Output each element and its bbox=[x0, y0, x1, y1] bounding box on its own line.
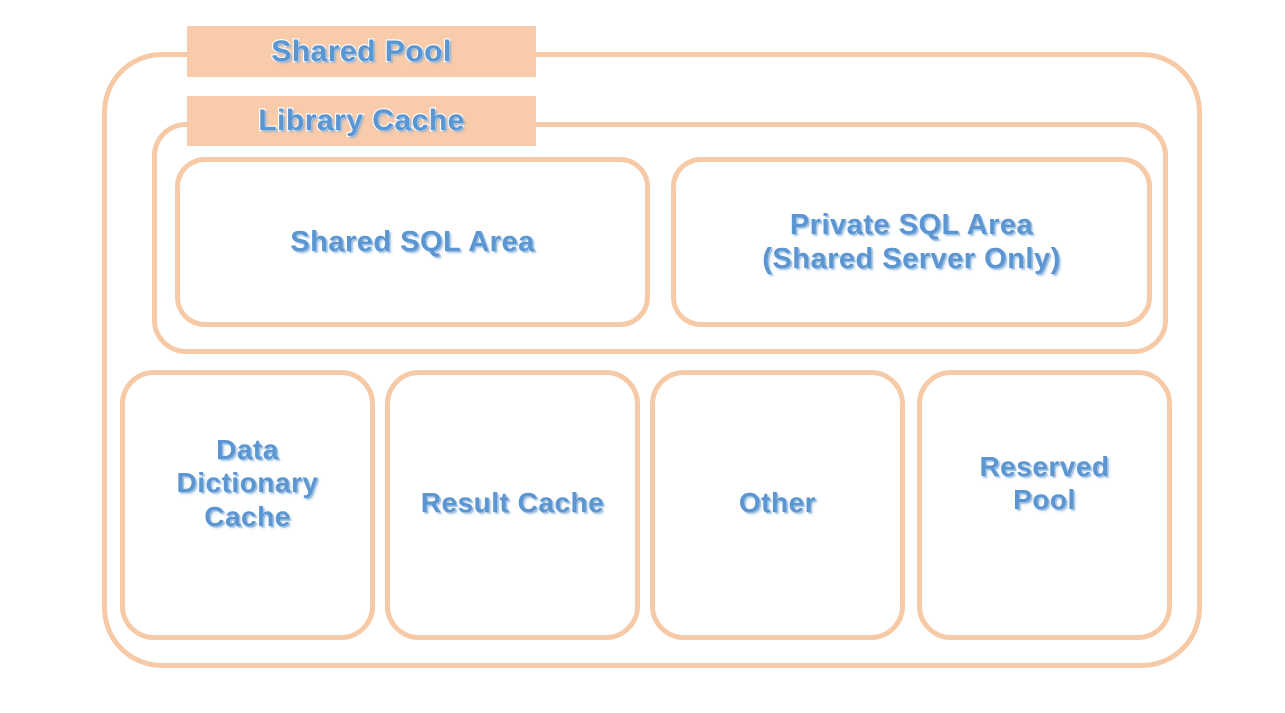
private-sql-area-label: Private SQL Area (Shared Server Only) bbox=[761, 208, 1061, 276]
shared-pool-label: Shared Pool bbox=[270, 34, 452, 69]
other-label-wrap: Other bbox=[655, 373, 900, 633]
result-cache-label-wrap: Result Cache bbox=[390, 373, 635, 633]
shared-sql-area-label: Shared SQL Area bbox=[289, 225, 535, 259]
private-sql-area-line-1: Private SQL Area bbox=[789, 208, 1034, 242]
reserved-pool-line-1: Reserved bbox=[978, 450, 1110, 483]
reserved-pool-label-wrap: Reserved Pool bbox=[922, 353, 1167, 613]
private-sql-area-box: Private SQL Area (Shared Server Only) bbox=[671, 157, 1152, 327]
other-box: Other bbox=[650, 370, 905, 640]
data-dictionary-cache-line-2: Dictionary bbox=[175, 466, 319, 499]
library-cache-label-tab: Library Cache bbox=[187, 96, 536, 146]
data-dictionary-cache-label-wrap: Data Dictionary Cache bbox=[125, 353, 370, 613]
data-dictionary-cache-line-1: Data bbox=[215, 433, 279, 466]
shared-sql-area-label-wrap: Shared SQL Area bbox=[180, 162, 645, 322]
other-label: Other bbox=[738, 486, 817, 519]
shared-sql-area-box: Shared SQL Area bbox=[175, 157, 650, 327]
private-sql-area-line-2: (Shared Server Only) bbox=[761, 242, 1061, 276]
private-sql-area-label-wrap: Private SQL Area (Shared Server Only) bbox=[676, 162, 1147, 322]
result-cache-label: Result Cache bbox=[420, 486, 605, 519]
data-dictionary-cache-box: Data Dictionary Cache bbox=[120, 370, 375, 640]
data-dictionary-cache-line-3: Cache bbox=[203, 499, 291, 532]
reserved-pool-label: Reserved Pool bbox=[978, 450, 1110, 516]
reserved-pool-box: Reserved Pool bbox=[917, 370, 1172, 640]
reserved-pool-line-2: Pool bbox=[1012, 483, 1076, 516]
data-dictionary-cache-label: Data Dictionary Cache bbox=[175, 433, 319, 532]
library-cache-label: Library Cache bbox=[257, 103, 465, 138]
result-cache-box: Result Cache bbox=[385, 370, 640, 640]
shared-pool-label-tab: Shared Pool bbox=[187, 26, 536, 77]
